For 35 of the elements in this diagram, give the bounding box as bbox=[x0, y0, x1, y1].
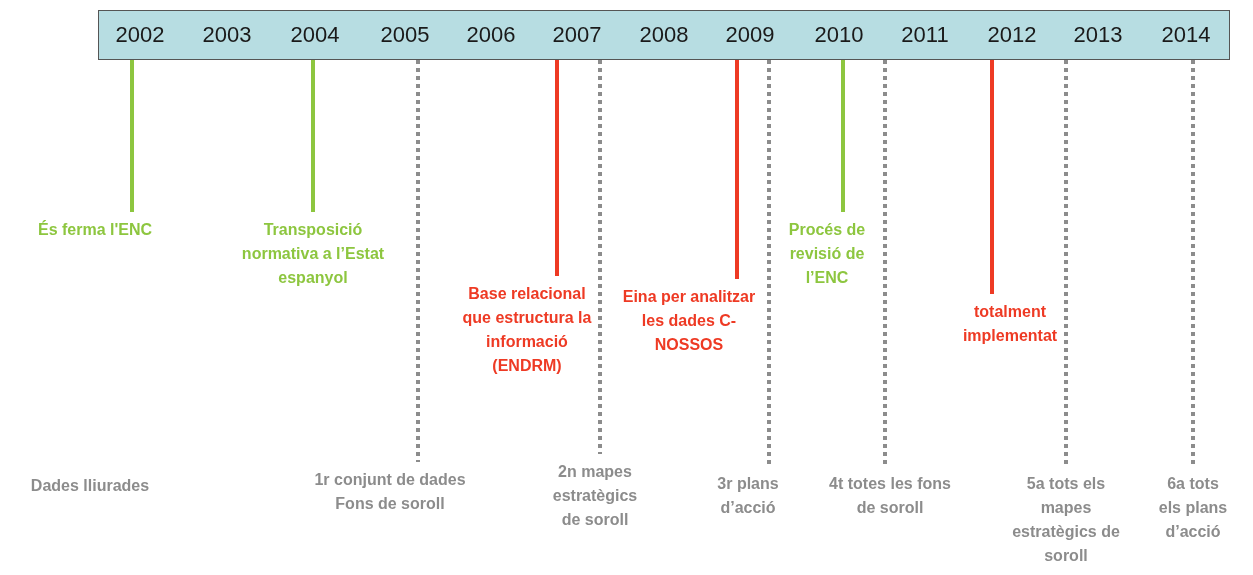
event-text: Transposició normativa a l’Estat espanyol bbox=[238, 218, 388, 290]
dotted-line bbox=[1191, 60, 1195, 466]
year-label: 2008 bbox=[639, 22, 689, 48]
dotted-line bbox=[883, 60, 887, 466]
event-text: 1r conjunt de dades Fons de soroll bbox=[295, 468, 485, 516]
year-label: 2007 bbox=[552, 22, 602, 48]
dotted-line bbox=[1064, 60, 1068, 466]
dotted-line bbox=[416, 60, 420, 462]
dotted-line bbox=[598, 60, 602, 454]
year-label: 2004 bbox=[290, 22, 340, 48]
year-label: 2012 bbox=[987, 22, 1037, 48]
event-text: 3r plans d’acció bbox=[708, 472, 788, 520]
event-text: 4t totes les fons de soroll bbox=[827, 472, 953, 520]
event-text: 5a tots els mapes estratègics de soroll bbox=[1011, 472, 1121, 568]
year-label: 2010 bbox=[814, 22, 864, 48]
year-label: 2013 bbox=[1073, 22, 1123, 48]
row-heading: Dades lliurades bbox=[29, 476, 151, 496]
timeline-marker-line bbox=[735, 60, 739, 279]
timeline-marker-line bbox=[990, 60, 994, 294]
timeline-marker-line bbox=[555, 60, 559, 276]
timeline-marker-line bbox=[841, 60, 845, 212]
year-label: 2006 bbox=[466, 22, 516, 48]
timeline-band bbox=[98, 10, 1230, 60]
dotted-line bbox=[767, 60, 771, 466]
event-text: 2n mapes estratègics de soroll bbox=[545, 460, 645, 532]
year-label: 2002 bbox=[115, 22, 165, 48]
event-text: 6a tots els plans d’acció bbox=[1155, 472, 1231, 544]
year-label: 2014 bbox=[1161, 22, 1211, 48]
year-label: 2005 bbox=[380, 22, 430, 48]
timeline-marker-line bbox=[130, 60, 134, 212]
timeline-marker-line bbox=[311, 60, 315, 212]
year-label: 2003 bbox=[202, 22, 252, 48]
year-label: 2011 bbox=[901, 22, 949, 48]
event-text: És ferma l'ENC bbox=[20, 218, 170, 242]
year-label: 2009 bbox=[725, 22, 775, 48]
